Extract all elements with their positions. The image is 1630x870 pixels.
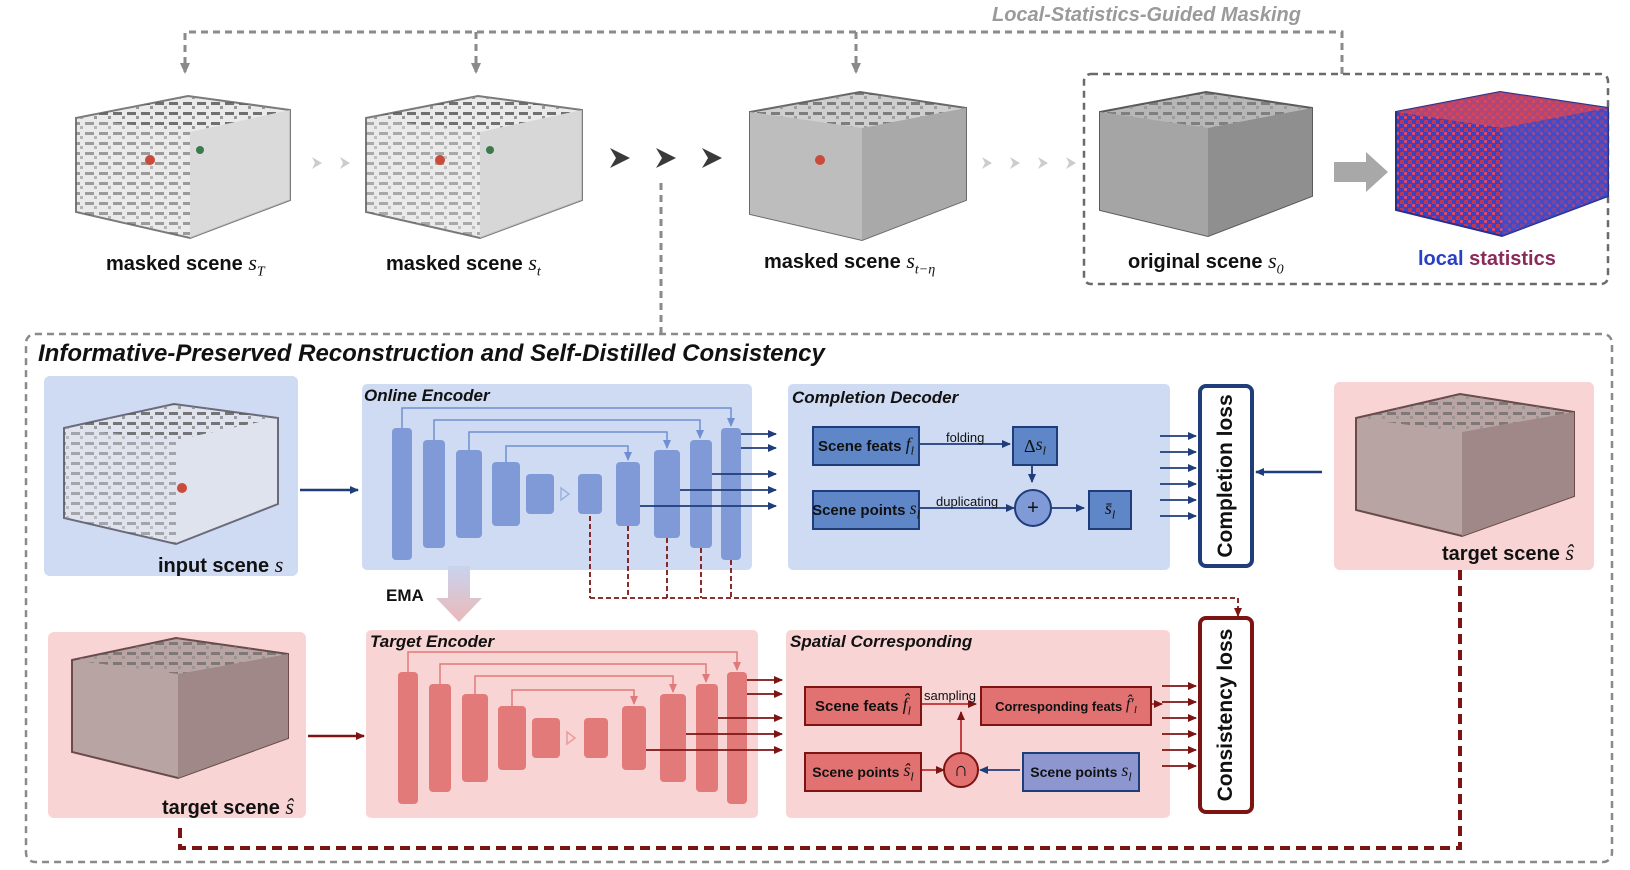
local-statistics-arrow bbox=[1334, 152, 1388, 192]
ema-label: EMA bbox=[386, 586, 424, 605]
target-encoder-title: Target Encoder bbox=[370, 632, 495, 651]
box-label: Scene feats bbox=[818, 437, 902, 455]
spatial-corresponding-title: Spatial Corresponding bbox=[790, 632, 973, 651]
sequence-chevrons-light-2 bbox=[982, 157, 1076, 169]
intersection-symbol: ∩ bbox=[953, 758, 969, 781]
output-points-box: s̄l bbox=[1088, 490, 1132, 530]
corresponding-feats-box: Corresponding feats f̂′l bbox=[980, 686, 1152, 726]
delta-symbol: Δ bbox=[1024, 435, 1036, 456]
caption-target-scene-right: target scene ŝ bbox=[1442, 540, 1574, 566]
symbol-s-hat-l: ŝl bbox=[903, 759, 914, 784]
consistency-loss-box: Consistency loss bbox=[1198, 616, 1254, 814]
symbol-sl: sl bbox=[909, 497, 920, 522]
caption-text: masked scene bbox=[764, 251, 901, 273]
scene-masked-st-eta-graphic bbox=[749, 90, 967, 242]
box-label: Scene feats bbox=[815, 697, 899, 715]
online-encoder-title: Online Encoder bbox=[364, 386, 490, 405]
box-label: Scene points bbox=[1030, 764, 1118, 780]
caption-text: input scene bbox=[158, 555, 270, 577]
caption-text: original scene bbox=[1128, 251, 1263, 273]
online-to-consistency-connector bbox=[589, 516, 1242, 617]
symbol-sl: sl bbox=[1035, 433, 1046, 458]
target-scene-right-graphic bbox=[1355, 392, 1575, 538]
symbol-s-bar-l: s̄l bbox=[1104, 497, 1116, 522]
spatial-arrows bbox=[922, 700, 1163, 774]
spatial-to-loss-arrows bbox=[1162, 682, 1197, 770]
completion-decoder-panel bbox=[788, 384, 1170, 570]
caption-target-scene-left: target scene ŝ bbox=[162, 794, 294, 820]
local-statistics-graphic bbox=[1395, 90, 1609, 238]
scene-points-hat-box: Scene points ŝl bbox=[804, 752, 922, 792]
caption-masked-sT: masked scene sT bbox=[106, 250, 265, 280]
online-encoder-blocks bbox=[392, 428, 741, 560]
caption-text: target scene bbox=[1442, 543, 1560, 565]
symbol-s-hat: ŝ bbox=[1565, 540, 1574, 565]
target-scene-loop bbox=[178, 570, 1462, 850]
target-encoder-outputs bbox=[646, 676, 783, 754]
symbol-st-eta: st−η bbox=[906, 248, 936, 278]
symbol-sl: sl bbox=[1121, 759, 1132, 784]
sampling-label: sampling bbox=[924, 688, 977, 703]
duplicating-label: duplicating bbox=[936, 494, 999, 509]
scene-points-box: Scene points sl bbox=[812, 490, 920, 530]
caption-original-s0: original scene s0 bbox=[1128, 248, 1284, 278]
caption-text: masked scene bbox=[386, 253, 523, 275]
bottom-section-frame bbox=[24, 332, 1614, 864]
symbol-fl: fl bbox=[905, 433, 914, 458]
scene-masked-st-graphic bbox=[365, 94, 583, 240]
plus-node bbox=[1014, 489, 1052, 527]
symbol-s: s bbox=[274, 552, 284, 577]
scene-original-graphic bbox=[1099, 90, 1313, 238]
box-label: Scene points bbox=[812, 501, 906, 519]
decoder-to-loss-arrows bbox=[1160, 432, 1197, 520]
caption-local-statistics: local statistics bbox=[1418, 248, 1556, 271]
symbol-f-hat-prime-l: f̂′l bbox=[1125, 695, 1137, 717]
box-label: Corresponding feats bbox=[995, 698, 1123, 714]
bottom-section-title: Informative-Preserved Reconstruction and… bbox=[38, 340, 825, 367]
masking-feedback-arrows bbox=[180, 30, 1344, 74]
scene-feats-hat-box: Scene feats f̂l bbox=[804, 686, 922, 726]
symbol-s0: s0 bbox=[1268, 248, 1284, 278]
scene-points-s-box: Scene points sl bbox=[1022, 752, 1140, 792]
folding-label: folding bbox=[946, 430, 985, 445]
online-encoder-skip-connections bbox=[401, 407, 735, 462]
symbol-f-hat-l: f̂l bbox=[902, 693, 911, 718]
ema-arrow bbox=[436, 566, 482, 622]
masking-title: Local-Statistics-Guided Masking bbox=[992, 4, 1301, 26]
caption-text: masked scene bbox=[106, 253, 243, 275]
consistency-loss-label: Consistency loss bbox=[1214, 628, 1237, 802]
scene-masked-sT-graphic bbox=[75, 94, 291, 240]
caption-text: target scene bbox=[162, 797, 280, 819]
input-scene-graphic bbox=[63, 402, 279, 546]
caption-masked-st-eta: masked scene st−η bbox=[764, 248, 935, 278]
target-scene-left-graphic bbox=[71, 636, 289, 780]
completion-loss-label: Completion loss bbox=[1214, 394, 1237, 558]
intersection-node bbox=[943, 752, 979, 788]
box-label: Scene points bbox=[812, 764, 900, 780]
online-encoder-outputs bbox=[640, 430, 777, 510]
target-encoder-skip-connections bbox=[407, 651, 741, 706]
target-encoder-blocks bbox=[398, 672, 747, 804]
statistics-word: statistics bbox=[1469, 248, 1556, 270]
scene-feats-box: Scene feats fl bbox=[812, 426, 920, 466]
completion-loss-box: Completion loss bbox=[1198, 384, 1254, 568]
symbol-st: st bbox=[528, 250, 541, 280]
plus-symbol: + bbox=[1027, 496, 1039, 519]
symbol-sT: sT bbox=[248, 250, 265, 280]
sequence-chevrons-dark bbox=[610, 148, 722, 168]
local-word: local bbox=[1418, 248, 1464, 270]
caption-masked-st: masked scene st bbox=[386, 250, 541, 280]
completion-decoder-title: Completion Decoder bbox=[792, 388, 959, 407]
caption-input-scene: input scene s bbox=[158, 552, 283, 578]
sequence-chevrons-light-1 bbox=[312, 157, 350, 169]
symbol-s-hat: ŝ bbox=[285, 794, 294, 819]
